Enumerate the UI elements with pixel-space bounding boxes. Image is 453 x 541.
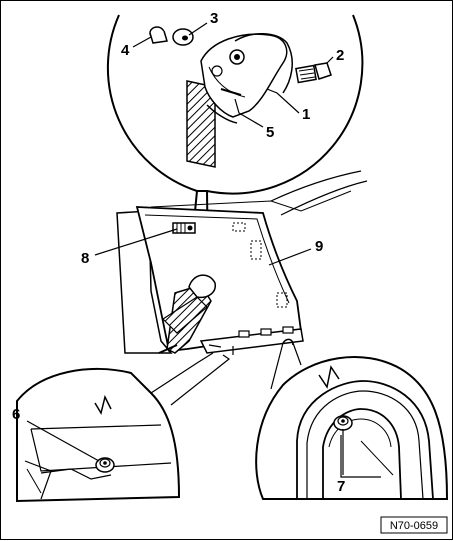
belt-anchor-cover	[200, 33, 288, 118]
lower-bolt-6	[95, 457, 115, 473]
callout-1: 1	[302, 106, 310, 123]
anchor-bolt	[295, 62, 332, 84]
lower-left-detail-view	[16, 367, 181, 503]
callout-7: 7	[337, 478, 345, 495]
figure-reference-box: N70-0659	[380, 516, 448, 534]
callout-9: 9	[315, 238, 323, 255]
top-detail-view	[106, 14, 364, 274]
lower-nut-7	[333, 415, 353, 431]
side-trim-panel-view	[116, 170, 368, 406]
callout-5: 5	[266, 124, 274, 141]
retaining-clip	[172, 222, 196, 234]
callout-2: 2	[336, 47, 344, 64]
figure-reference-code: N70-0659	[390, 520, 438, 532]
callout-4: 4	[121, 42, 130, 59]
spacer-sleeve	[149, 26, 168, 44]
callout-8: 8	[81, 250, 89, 267]
lower-right-detail-view	[255, 356, 449, 500]
callout-6: 6	[12, 406, 20, 423]
callout-3: 3	[210, 10, 218, 27]
washer	[172, 28, 194, 46]
trim-panel	[135, 206, 303, 352]
callout-leaders	[26, 22, 344, 475]
